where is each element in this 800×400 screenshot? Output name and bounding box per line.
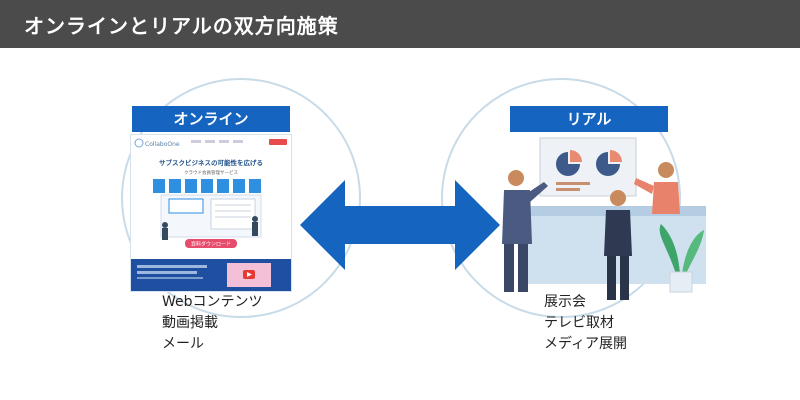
header-bar: オンラインとリアルの双方向施策 xyxy=(0,0,800,48)
list-item: テレビ取材 xyxy=(544,315,614,331)
screenshot-headline: サブスクビジネスの可能性を広げる xyxy=(159,158,263,167)
online-label: オンライン xyxy=(132,106,290,132)
screenshot-logo: CollaboOne xyxy=(145,141,180,148)
list-item: Webコンテンツ xyxy=(162,294,263,310)
double-arrow-icon xyxy=(300,180,500,270)
website-illustration: CollaboOne サブスクビジネスの可能性を広げる クラウド会員管理サービス… xyxy=(131,135,291,291)
online-items-list: Webコンテンツ 動画掲載 メール xyxy=(162,292,263,355)
list-item: 展示会 xyxy=(544,294,586,310)
real-label: リアル xyxy=(510,106,668,132)
screenshot-subheadline: クラウド会員管理サービス xyxy=(184,169,238,176)
page-title: オンラインとリアルの双方向施策 xyxy=(24,14,339,38)
exhibition-illustration xyxy=(502,137,706,300)
real-items-list: 展示会 テレビ取材 メディア展開 xyxy=(544,292,627,355)
website-screenshot: CollaboOne サブスクビジネスの可能性を広げる クラウド会員管理サービス… xyxy=(130,134,292,292)
logo-icon xyxy=(134,138,144,148)
list-item: 動画掲載 xyxy=(162,315,218,331)
screenshot-cta: 資料ダウンロード xyxy=(191,241,231,248)
list-item: メール xyxy=(162,336,204,352)
list-item: メディア展開 xyxy=(544,336,628,352)
